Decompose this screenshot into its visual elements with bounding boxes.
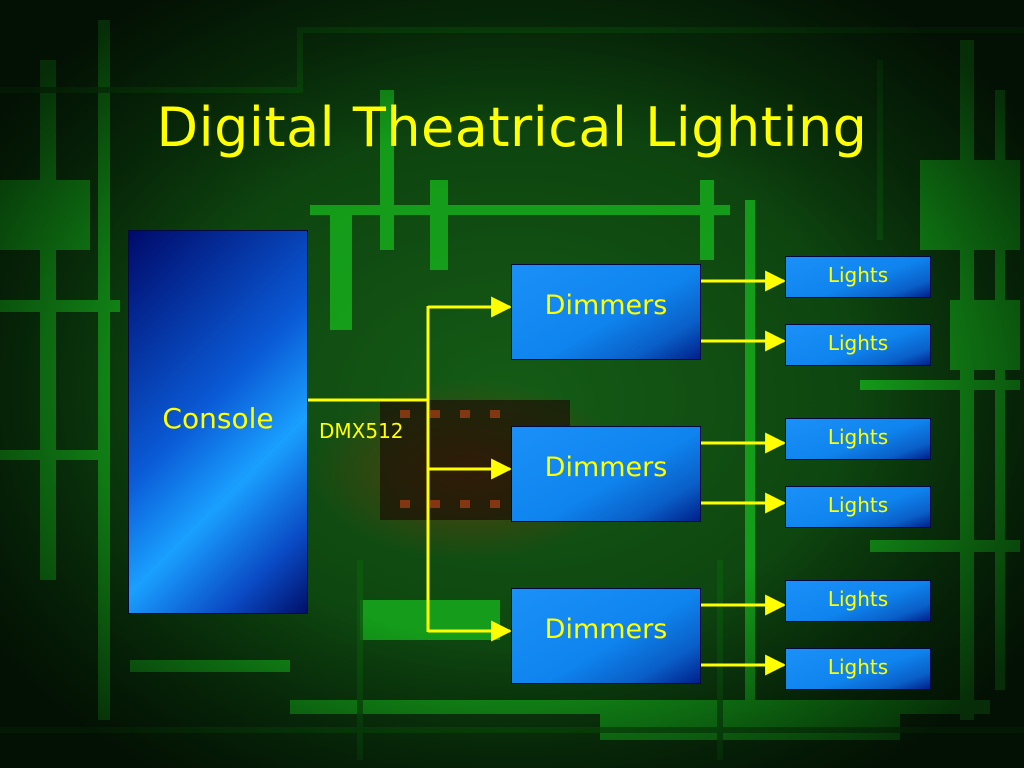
lights-box-2-1: Lights <box>785 418 931 460</box>
lights-label: Lights <box>827 263 889 287</box>
dimmer-label: Dimmers <box>544 613 668 645</box>
dimmer-box-1: Dimmers <box>511 264 701 360</box>
console-box: Console <box>128 230 308 614</box>
slide-title: Digital Theatrical Lighting <box>156 96 868 159</box>
lights-box-3-1: Lights <box>785 580 931 622</box>
lights-label: Lights <box>827 587 889 611</box>
dimmer-box-3: Dimmers <box>511 588 701 684</box>
dimmer-label: Dimmers <box>544 289 668 321</box>
lights-box-2-2: Lights <box>785 486 931 528</box>
lights-label: Lights <box>827 331 889 355</box>
lights-label: Lights <box>827 493 889 517</box>
lights-box-1-1: Lights <box>785 256 931 298</box>
console-label: Console <box>162 401 274 435</box>
dimmer-label: Dimmers <box>544 451 668 483</box>
lights-box-3-2: Lights <box>785 648 931 690</box>
lights-box-1-2: Lights <box>785 324 931 366</box>
dimmer-box-2: Dimmers <box>511 426 701 522</box>
dmx512-label: DMX512 <box>319 419 404 443</box>
lights-label: Lights <box>827 425 889 449</box>
lights-label: Lights <box>827 655 889 679</box>
